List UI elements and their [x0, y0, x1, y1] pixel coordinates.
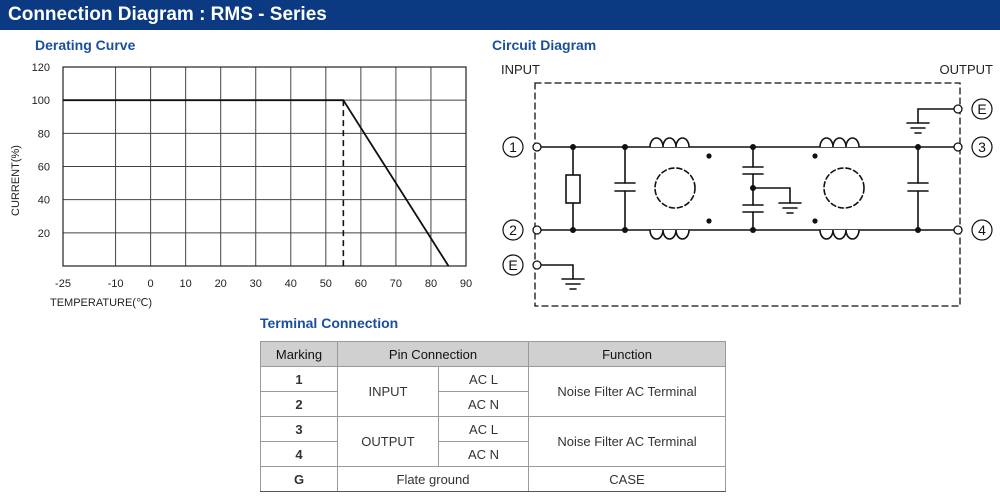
terminal-3-marker: [971, 136, 993, 158]
y-axis-label: CURRENT(%): [10, 145, 22, 216]
terminal-e-input-marker: [502, 254, 524, 276]
y-tick-label: 40: [38, 195, 50, 207]
x-tick-label: 40: [285, 278, 297, 290]
circuit-diagram: 1 2 E 3 4 E INPUT OUTPUT: [501, 62, 994, 307]
pin-cell: AC L: [438, 366, 529, 392]
table-row: 1 INPUT AC L Noise Filter AC Terminal: [260, 366, 726, 417]
x-tick-label: 90: [460, 278, 472, 290]
pin-group-cell: INPUT: [337, 366, 439, 417]
common-mode-core-2: [823, 167, 865, 209]
table-row: 2 AC N: [260, 391, 726, 417]
inductor-coil: [819, 137, 860, 148]
inductor-coil: [649, 137, 690, 148]
pin-cell: AC L: [438, 416, 529, 442]
table-header-row: Marking Pin Connection Function: [260, 341, 726, 367]
terminal-e-input-label: E: [508, 257, 517, 273]
y-tick-label: 20: [38, 228, 50, 240]
marking-cell: G: [260, 466, 338, 492]
x-tick-label: 20: [215, 278, 227, 290]
terminal-connection-title: Terminal Connection: [260, 315, 399, 331]
marking-cell: 3: [260, 416, 338, 442]
resistor: [565, 174, 581, 204]
output-label: OUTPUT: [940, 62, 994, 77]
x-tick-label: 10: [180, 278, 192, 290]
terminal-2-label: 2: [509, 222, 517, 238]
terminal-4-marker: [971, 219, 993, 241]
marking-cell: 1: [260, 366, 338, 392]
enclosure-dashed-border: [534, 82, 961, 307]
inductor-coil: [649, 229, 690, 240]
header-pin-connection: Pin Connection: [337, 341, 529, 367]
function-cell: CASE: [528, 466, 726, 492]
terminal-2-marker: [502, 219, 524, 241]
x-axis-label: TEMPERATURE(℃): [50, 297, 152, 309]
terminal-1-marker: [502, 136, 524, 158]
inductor-coil: [819, 229, 860, 240]
terminal-4-label: 4: [978, 222, 986, 238]
header-banner: Connection Diagram : RMS - Series: [0, 0, 1000, 30]
pin-group-cell: OUTPUT: [337, 416, 439, 467]
terminal-e-output-label: E: [977, 101, 986, 117]
header-marking: Marking: [260, 341, 338, 367]
terminal-e-output-marker: [971, 98, 993, 120]
x-tick-label: -25: [55, 278, 71, 290]
y-tick-label: 80: [38, 128, 50, 140]
x-tick-label: 0: [148, 278, 154, 290]
y-tick-label: 120: [32, 62, 50, 74]
x-tick-label: 30: [250, 278, 262, 290]
marking-cell: 2: [260, 391, 338, 417]
derating-chart: 120 100 80 60 40 20 -25 -10 0 10 20 30 40 50 60 70 80 90 C…: [10, 62, 472, 309]
common-mode-core-1: [654, 167, 696, 209]
table-row: 4 AC N: [260, 441, 726, 467]
terminal-1-label: 1: [509, 139, 517, 155]
function-cell: Noise Filter AC Terminal: [528, 416, 726, 467]
terminal-connection-table: Marking Pin Connection Function 1 INPUT …: [260, 341, 726, 492]
derating-series-line: [63, 99, 450, 267]
y-tick-label: 100: [32, 95, 50, 107]
page-title: Connection Diagram : RMS - Series: [8, 4, 327, 25]
pin-cell: AC N: [438, 441, 529, 467]
pin-cell: Flate ground: [337, 466, 529, 492]
x-tick-label: -10: [108, 278, 124, 290]
header-function: Function: [528, 341, 726, 367]
marking-cell: 4: [260, 441, 338, 467]
table-row: G Flate ground CASE: [260, 466, 726, 492]
x-tick-label: 70: [390, 278, 402, 290]
pin-cell: AC N: [438, 391, 529, 417]
table-row: 3 OUTPUT AC L Noise Filter AC Terminal: [260, 416, 726, 467]
function-cell: Noise Filter AC Terminal: [528, 366, 726, 417]
y-tick-label: 60: [38, 162, 50, 174]
plot-frame: [62, 66, 467, 267]
x-tick-label: 80: [425, 278, 437, 290]
x-tick-label: 50: [320, 278, 332, 290]
input-label: INPUT: [501, 62, 540, 77]
x-tick-label: 60: [355, 278, 367, 290]
terminal-3-label: 3: [978, 139, 986, 155]
derating-curve-title: Derating Curve: [35, 37, 136, 53]
circuit-diagram-title: Circuit Diagram: [492, 37, 597, 53]
